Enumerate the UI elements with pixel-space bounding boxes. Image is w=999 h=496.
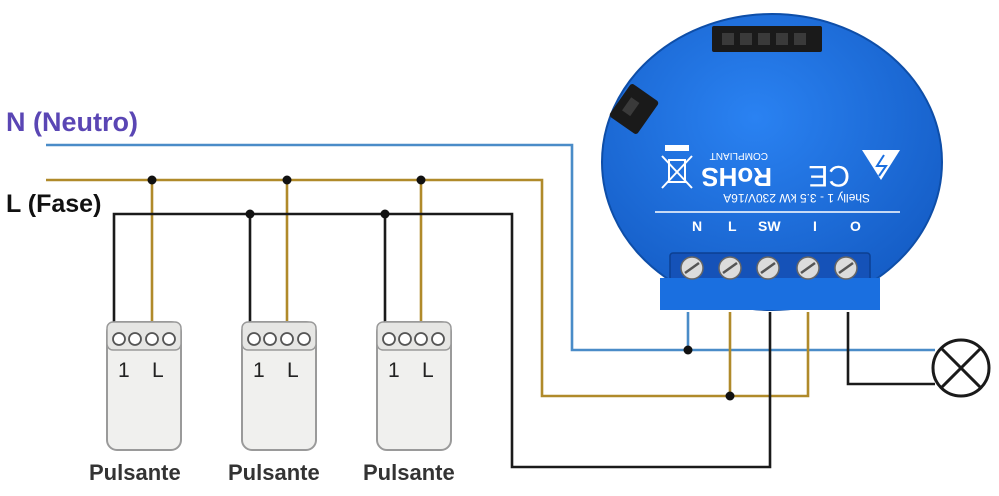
- junction-dot: [282, 175, 292, 185]
- terminal-screw: [263, 332, 277, 346]
- terminal-letter-o: O: [850, 218, 861, 234]
- terminal-screw: [112, 332, 126, 346]
- terminal-label-1: 1: [388, 359, 400, 382]
- terminal-letter-n: N: [692, 218, 702, 234]
- terminal-letters: N L SW I O: [692, 218, 861, 234]
- shelly-logo-icon: [862, 150, 900, 180]
- terminal-screw: [280, 332, 294, 346]
- terminal-label-1: 1: [253, 359, 265, 382]
- terminal-screw: [247, 332, 261, 346]
- terminal-letter-l: L: [728, 218, 737, 234]
- terminal-screw: [145, 332, 159, 346]
- output-wire: [846, 312, 935, 386]
- lamp-icon: [931, 338, 991, 398]
- ce-mark: CE: [808, 159, 850, 192]
- terminal-screw: [382, 332, 396, 346]
- neutral-label: N (Neutro): [6, 107, 138, 137]
- button-caption: Pulsante: [228, 460, 320, 485]
- terminal-screw: [128, 332, 142, 346]
- junction-dot: [725, 391, 735, 401]
- terminal-label-l: L: [422, 359, 434, 382]
- junction-dot: [683, 345, 693, 355]
- rating-text: Shelly 1 - 3.5 kW 230V/16A: [723, 191, 870, 205]
- rohs-mark: RoHS: [701, 162, 772, 192]
- phase-wire: [46, 178, 810, 398]
- terminal-screw: [414, 332, 428, 346]
- push-button-3: 1 L: [376, 321, 452, 451]
- side-connector: [609, 84, 659, 134]
- junction-dot: [380, 209, 390, 219]
- compliant-text: COMPLIANT: [710, 150, 768, 161]
- neutral-wire: [46, 143, 935, 352]
- terminal-screw: [398, 332, 412, 346]
- terminal-label-l: L: [287, 359, 299, 382]
- terminal-screw: [431, 332, 445, 346]
- button-caption: Pulsante: [363, 460, 455, 485]
- junction-dot: [147, 175, 157, 185]
- terminal-letter-i: I: [813, 218, 817, 234]
- terminal-label-1: 1: [118, 359, 130, 382]
- terminal-screw: [162, 332, 176, 346]
- junction-dot: [416, 175, 426, 185]
- push-button-1: 1 L: [106, 321, 182, 451]
- shelly-device: RoHS COMPLIANT CE Shelly 1 - 3.5 kW 230V…: [601, 13, 943, 311]
- phase-label: L (Fase): [6, 190, 101, 218]
- crossed-bin-icon: [661, 145, 693, 189]
- junction-dot: [245, 209, 255, 219]
- terminal-screws: [680, 256, 858, 280]
- device-print: RoHS COMPLIANT CE Shelly 1 - 3.5 kW 230V…: [701, 150, 870, 205]
- junction-dots: [147, 175, 735, 401]
- top-connector: [712, 26, 822, 52]
- terminal-screw: [297, 332, 311, 346]
- button-caption: Pulsante: [89, 460, 181, 485]
- push-button-2: 1 L: [241, 321, 317, 451]
- terminal-letter-sw: SW: [758, 218, 781, 234]
- terminal-label-l: L: [152, 359, 164, 382]
